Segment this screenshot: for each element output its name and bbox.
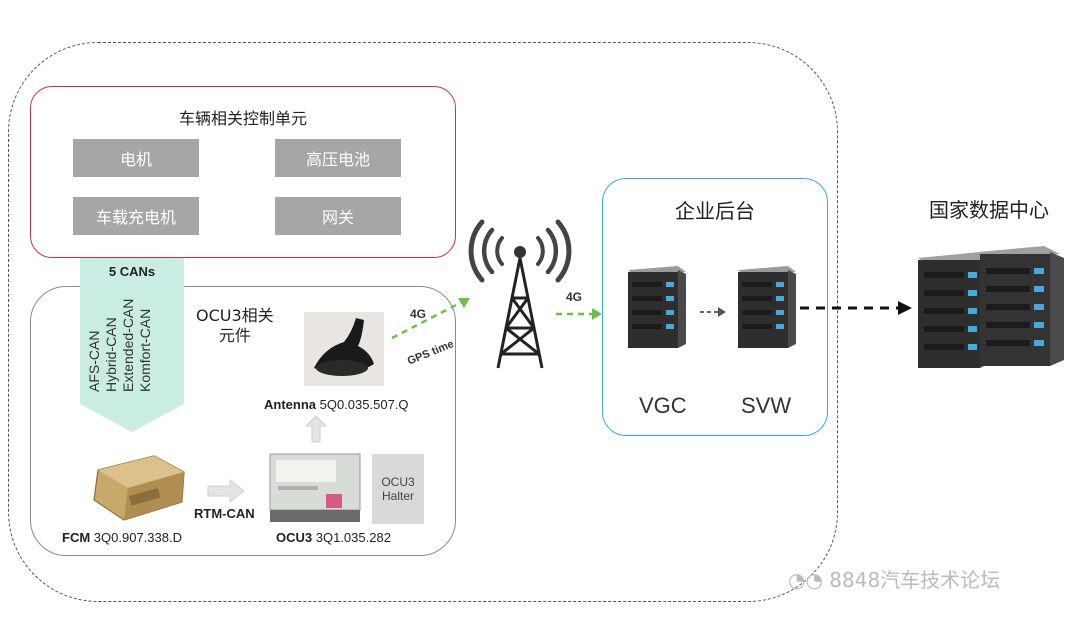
unit-hv-battery: 高压电池 [275,139,401,177]
vehicle-control-units-title: 车辆相关控制单元 [178,109,307,128]
svw-label: SVW [741,393,792,418]
can-bus-arrow [80,258,184,432]
antenna-image [304,312,384,386]
vgc-svw-link [700,307,726,317]
rtm-can-label: RTM-CAN [194,506,255,521]
antenna-tower-link [391,298,470,340]
lte-left-label: 4G [410,307,427,321]
unit-gateway: 网关 [275,197,401,235]
can-bus-list: AFS-CAN Hybrid-CAN Extended-CAN Komfort-… [86,298,153,392]
vehicle-control-units-panel: 车辆相关控制单元 电机 高压电池 车载充电机 网关 [30,86,456,258]
vgc-server-icon [628,266,686,348]
right-arrow-icon [207,478,245,504]
vehicle-boundary [8,42,838,602]
svw-server-icon [738,266,796,348]
can-count-label: 5 CANs [108,264,156,279]
ocu3-unit-image [269,453,361,522]
ocu3-caption: OCU3 3Q1.035.282 [276,530,391,545]
watermark: ◔◔ 8848汽车技术论坛 [788,568,1001,592]
lte-right-label: 4G [566,290,583,304]
national-data-center-title: 国家数据中心 [929,198,1049,222]
unit-onboard-charger: 车载充电机 [73,197,199,235]
ocu3-halter-box: OCU3 Halter [372,454,424,524]
enterprise-backend-title: 企业后台 [675,199,755,223]
up-arrow-icon [304,415,328,443]
national-data-center-servers-icon [918,246,1064,368]
enterprise-national-link [800,301,912,315]
fcm-module-image [93,455,185,521]
tower-enterprise-link [556,308,602,320]
antenna-caption: Antenna 5Q0.035.507.Q [264,397,409,412]
ocu3-related-label: OCU3相关 元件 [196,306,274,345]
wechat-icon: ◔◔ [788,568,823,592]
cell-tower-icon [468,219,572,369]
vgc-label: VGC [639,393,687,418]
fcm-caption: FCM 3Q0.907.338.D [62,530,182,545]
unit-motor: 电机 [73,139,199,177]
